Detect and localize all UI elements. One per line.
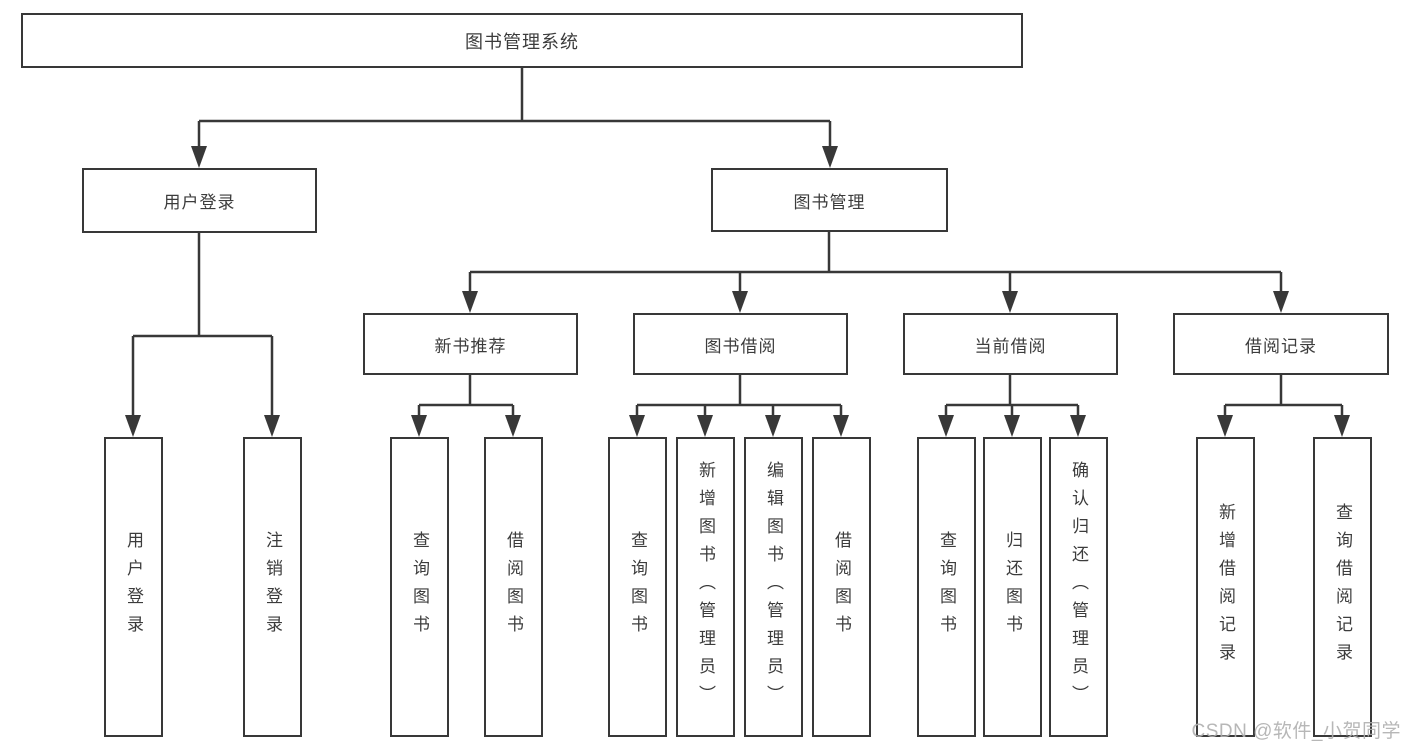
node-current-borrow: 当前借阅 (903, 313, 1118, 375)
node-new-book-recommend: 新书推荐 (363, 313, 578, 375)
arrowheads (125, 146, 1350, 437)
leaf-query-book-borrow: 查询图书 (608, 437, 667, 737)
node-new-book-recommend-label: 新书推荐 (434, 336, 507, 356)
node-borrow-records-label: 借阅记录 (1245, 336, 1317, 356)
leaf-borrow-book-recommend: 借阅图书 (484, 437, 543, 737)
node-borrow-records: 借阅记录 (1173, 313, 1389, 375)
leaf-query-book-recommend: 查询图书 (390, 437, 449, 737)
tree-edges (131, 68, 1344, 419)
node-current-borrow-label: 当前借阅 (974, 336, 1047, 356)
leaf-add-borrow-record: 新增借阅记录 (1196, 437, 1255, 737)
node-book-borrow: 图书借阅 (633, 313, 848, 375)
node-user-login: 用户登录 (82, 168, 317, 233)
leaf-add-book-admin: 新增图书（管理员） (676, 437, 735, 737)
node-user-login-label: 用户登录 (163, 193, 236, 212)
leaf-confirm-return-admin: 确认归还（管理员） (1049, 437, 1108, 737)
leaf-query-book-current: 查询图书 (917, 437, 976, 737)
node-book-borrow-label: 图书借阅 (704, 336, 777, 356)
leaf-query-borrow-record: 查询借阅记录 (1313, 437, 1372, 737)
leaf-user-login: 用户登录 (104, 437, 163, 737)
node-root-system: 图书管理系统 (21, 13, 1023, 68)
leaf-edit-book-admin: 编辑图书（管理员） (744, 437, 803, 737)
leaf-borrow-book: 借阅图书 (812, 437, 871, 737)
leaf-return-book: 归还图书 (983, 437, 1042, 737)
node-root-label: 图书管理系统 (465, 31, 579, 52)
node-book-management-label: 图书管理 (793, 192, 866, 212)
leaf-logout: 注销登录 (243, 437, 302, 737)
node-book-management: 图书管理 (711, 168, 948, 232)
csdn-watermark: CSDN @软件_小贺同学 (1191, 721, 1401, 742)
